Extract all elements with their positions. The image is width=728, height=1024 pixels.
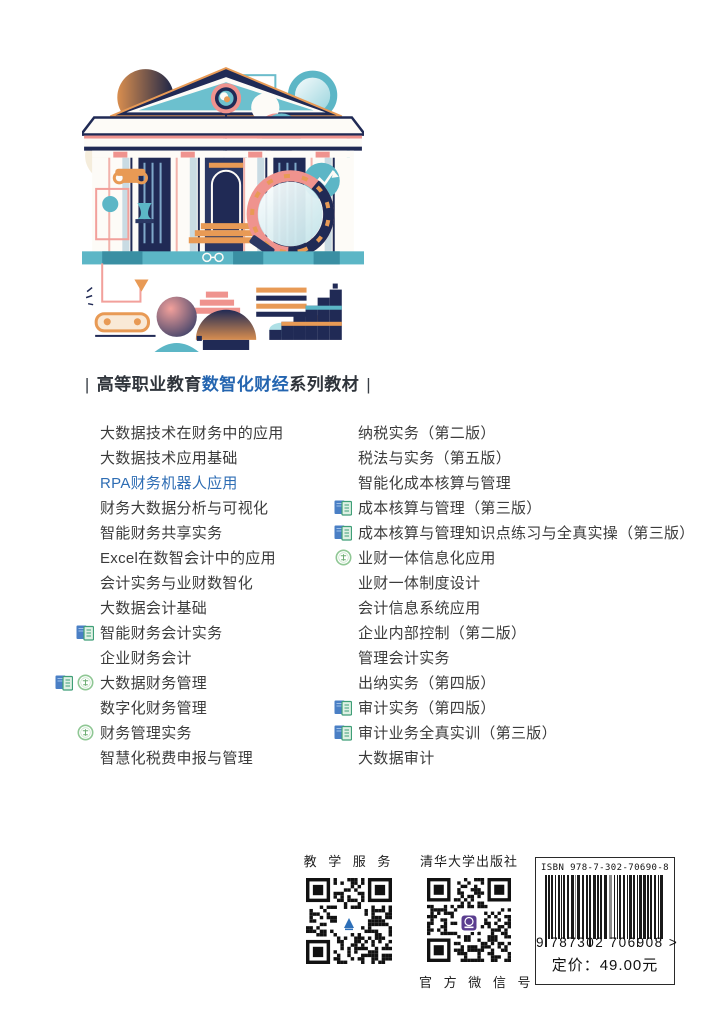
book-list-item: 会计实务与业财数智化	[100, 575, 254, 592]
book-list-item: 会计信息系统应用	[358, 600, 481, 617]
book-list-item: 智能财务共享实务	[100, 525, 223, 542]
book-list-left-column: 大数据技术在财务中的应用 大数据技术应用基础 RPA财务机器人应用 财务大数据分…	[40, 420, 284, 770]
series-banner: | 高等职业教育数智化财经系列教材 |	[0, 370, 456, 395]
barcode-digits: 9 787302 706908 >	[536, 935, 679, 950]
book-list-item: 业财一体信息化应用	[298, 545, 695, 570]
teaching-service-label: 教 学 服 务	[303, 854, 395, 869]
book-list-item: 财务管理实务	[40, 720, 284, 745]
series-highlight: 数智化财经	[201, 375, 290, 394]
tsinghua-press-logo-icon	[460, 913, 478, 932]
banner-right-bar: |	[366, 375, 372, 394]
cover-illustration	[82, 67, 364, 352]
book-list-item: 成本核算与管理（第三版）	[298, 495, 695, 520]
book-list-item: 企业财务会计	[100, 650, 192, 667]
banner-left-bar: |	[84, 375, 90, 394]
book-list-item: 智能化成本核算与管理	[358, 475, 512, 492]
book-list-item: 大数据技术应用基础	[100, 450, 238, 467]
book-list-right-column: 纳税实务（第二版） 税法与实务（第五版） 智能化成本核算与管理 成本核算与管理（…	[298, 420, 695, 770]
book-list-item: 智慧化税费申报与管理	[100, 750, 254, 767]
book-list-item: 业财一体制度设计	[358, 575, 481, 592]
publisher-wechat-block: 清华大学出版社 官 方 微 信 号	[419, 851, 535, 991]
price-text: 定价：49.00元	[551, 957, 659, 974]
book-list-item: 出纳实务（第四版）	[358, 675, 496, 692]
textbook-resource-icon	[76, 624, 94, 641]
book-list-item: 财务大数据分析与可视化	[100, 500, 269, 517]
green-seal-icon	[335, 549, 352, 566]
book-list-item: 企业内部控制（第二版）	[358, 625, 527, 642]
book-list-item: 大数据会计基础	[100, 600, 208, 617]
green-seal-icon	[77, 674, 94, 691]
book-list-item: 审计实务（第四版）	[298, 695, 695, 720]
textbook-resource-icon	[55, 674, 73, 691]
textbook-resource-icon	[334, 524, 352, 541]
series-prefix: 高等职业教育	[96, 375, 202, 394]
textbook-resource-icon	[334, 499, 352, 516]
publisher-label: 清华大学出版社	[419, 854, 518, 869]
book-list-item-current: RPA财务机器人应用	[100, 475, 238, 492]
textbook-resource-icon	[334, 724, 352, 741]
book-list-item: 纳税实务（第二版）	[358, 425, 496, 442]
teaching-service-block: 教 学 服 务	[300, 851, 398, 969]
book-list-item: 税法与实务（第五版）	[358, 450, 512, 467]
book-list-item: 大数据技术在财务中的应用	[100, 425, 284, 442]
book-list-item: 大数据财务管理	[40, 670, 284, 695]
series-suffix: 系列教材	[289, 375, 360, 394]
book-list-item: Excel在数智会计中的应用	[100, 550, 276, 567]
ean13-barcode	[545, 875, 663, 947]
book-list-item: 智能财务会计实务	[40, 620, 284, 645]
isbn-text: ISBN 978-7-302-70690-8	[540, 863, 669, 873]
book-list-item: 数字化财务管理	[100, 700, 208, 717]
wechat-label: 官 方 微 信 号	[419, 975, 535, 990]
book-list-item: 大数据审计	[358, 750, 435, 767]
green-seal-icon	[77, 724, 94, 741]
book-list-item: 审计业务全真实训（第三版）	[298, 720, 695, 745]
textbook-resource-icon	[334, 699, 352, 716]
isbn-barcode-box: ISBN 978-7-302-70690-8 9 787302 706908 >…	[535, 857, 679, 985]
book-list-item: 成本核算与管理知识点练习与全真实操（第三版）	[298, 520, 695, 545]
book-list-item: 管理会计实务	[358, 650, 450, 667]
xuetang-logo-icon	[340, 914, 358, 933]
